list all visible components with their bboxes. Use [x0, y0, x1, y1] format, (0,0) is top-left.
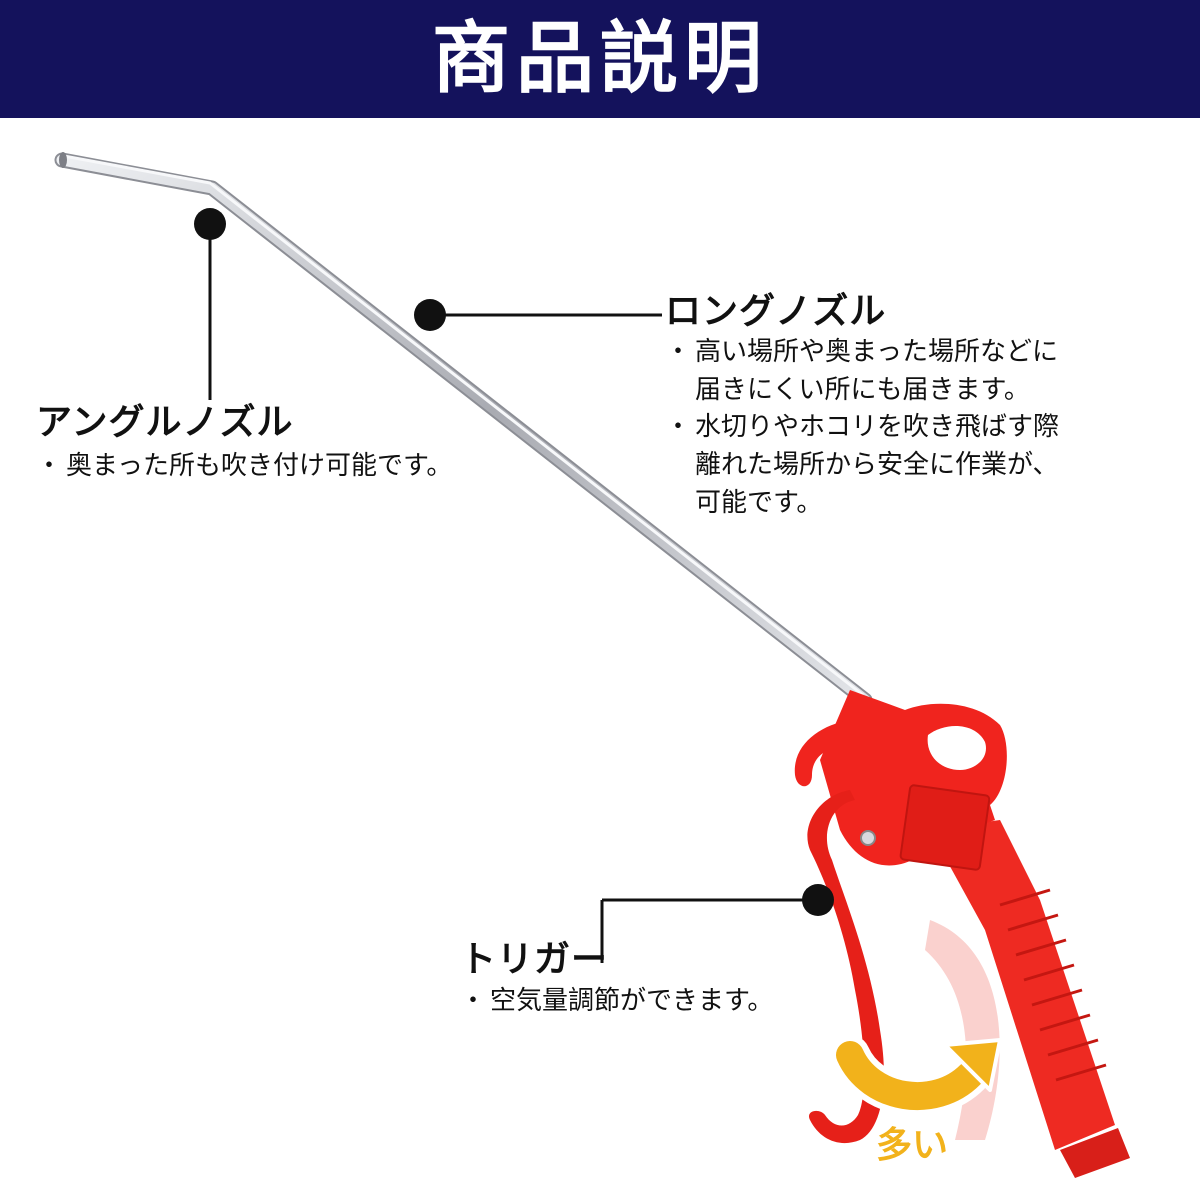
angle-nozzle-bullet: 奥まった所も吹き付け可能です。: [36, 448, 452, 486]
header-banner: 商品説明: [0, 0, 1200, 118]
long-nozzle-bullet-continued: 届きにくい所にも届きます。: [695, 374, 1030, 405]
nozzle-tube: [54, 152, 873, 708]
long-nozzle-bullet: 水切りやホコリを吹き飛ばす際: [665, 409, 1059, 447]
long-nozzle-label: ロングノズル: [665, 291, 887, 332]
curved-arrow-icon: [830, 1035, 1002, 1116]
long-nozzle-bullet: 高い場所や奥まった場所などに: [665, 334, 1059, 372]
callout-angle-nozzle: [194, 208, 226, 400]
long-nozzle-bullet-continued: 可能です。: [695, 487, 823, 518]
callout-trigger: [600, 884, 834, 963]
angle-nozzle-label: アングルノズル: [36, 402, 294, 443]
long-nozzle-bullet-continued: 離れた場所から安全に作業が、: [695, 450, 1059, 481]
pivot-screw: [860, 830, 876, 846]
trigger-bullet: 空気量調節ができます。: [460, 983, 773, 1021]
callout-dot: [194, 208, 226, 240]
callout-dot: [414, 299, 446, 331]
trigger-description: 空気量調節ができます。: [460, 983, 773, 1021]
airflow-more-label: 多い: [876, 1125, 949, 1166]
long-nozzle-description: 高い場所や奥まった場所などに 届きにくい所にも届きます。 水切りやホコリを吹き飛…: [665, 334, 1059, 522]
angle-nozzle-description: 奥まった所も吹き付け可能です。: [36, 448, 452, 486]
callout-dot: [802, 884, 834, 916]
trigger-label: トリガー: [460, 939, 609, 980]
page-title: 商品説明: [431, 14, 768, 104]
callout-long-nozzle: [414, 299, 662, 331]
nozzle-tip: [59, 152, 67, 168]
